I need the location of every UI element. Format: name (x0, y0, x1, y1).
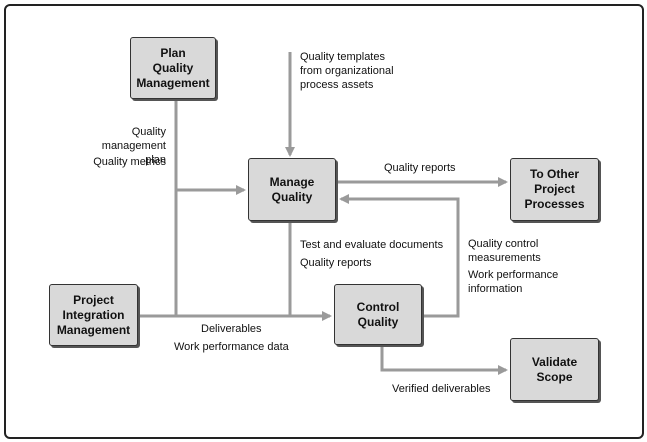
manage-quality-box: Manage Quality (248, 158, 336, 221)
project-integration-management-box: Project Integration Management (49, 284, 138, 346)
quality-reports-top-label: Quality reports (384, 162, 456, 174)
work-performance-data-label: Work performance data (174, 341, 289, 353)
plan-quality-management-box: Plan Quality Management (130, 37, 216, 99)
quality-reports-mid-label: Quality reports (300, 257, 372, 269)
quality-templates-label: Quality templates from organizational pr… (300, 51, 394, 91)
work-performance-information-label: Work performance information (468, 269, 559, 295)
quality-control-measurements-label: Quality control measurements (468, 238, 541, 264)
validate-scope-box: Validate Scope (510, 338, 599, 401)
to-other-project-processes-box: To Other Project Processes (510, 158, 599, 221)
verified-deliverables-label: Verified deliverables (392, 383, 491, 395)
control-quality-box: Control Quality (334, 284, 422, 345)
quality-management-plan-label: Quality management plan (101, 126, 166, 166)
test-evaluate-documents-label: Test and evaluate documents (300, 239, 444, 251)
quality-metrics-label: Quality metrics (93, 156, 166, 168)
control-to-validate-arrow (380, 346, 508, 375)
control-feedback-arrow (339, 194, 460, 318)
deliverables-label: Deliverables (201, 323, 262, 335)
